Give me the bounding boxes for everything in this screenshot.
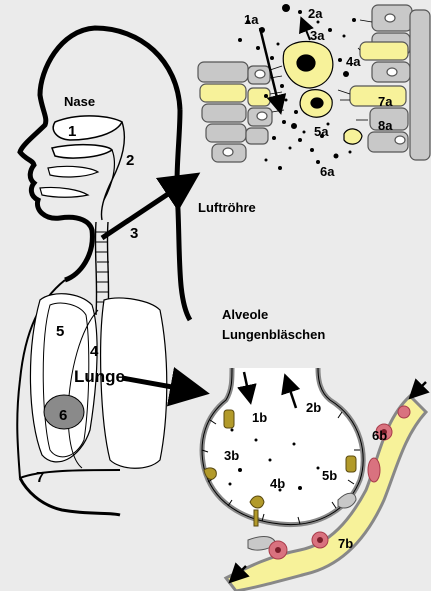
label-6a: 6a [320, 164, 335, 179]
label-6b: 6b [372, 428, 387, 443]
label-lungenblaeschen: Lungenbläschen [222, 327, 325, 342]
label-1b: 1b [252, 410, 267, 425]
label-4: 4 [90, 343, 99, 360]
particle-icon [238, 4, 356, 170]
label-1a: 1a [244, 12, 259, 27]
arrow-icon [100, 172, 201, 241]
label-5b: 5b [322, 468, 337, 483]
label-5a: 5a [314, 124, 329, 139]
arrow-icon [299, 16, 314, 41]
label-5: 5 [56, 323, 64, 340]
label-3a: 3a [310, 28, 325, 43]
label-6: 6 [59, 407, 67, 424]
arrow-icon [408, 378, 430, 400]
label-4a: 4a [346, 54, 361, 69]
trachea [94, 221, 110, 316]
lung-spot [43, 394, 85, 430]
label-4b: 4b [270, 476, 285, 491]
label-2: 2 [126, 152, 134, 169]
label-7: 7 [36, 469, 44, 486]
label-lunge: Lunge [74, 367, 125, 386]
label-7a: 7a [378, 94, 393, 109]
label-2b: 2b [306, 400, 321, 415]
arrow-icon [228, 562, 250, 584]
label-3b: 3b [224, 448, 239, 463]
label-luftroehre: Luftröhre [198, 200, 256, 215]
label-2a: 2a [308, 6, 323, 21]
label-3: 3 [130, 225, 138, 242]
diagram-labels: Nase 1 2 3 4 Lunge 5 6 7 Luftröhre Alveo… [36, 6, 393, 551]
label-alveole: Alveole [222, 307, 268, 322]
label-8a: 8a [378, 118, 393, 133]
arrow-icon [121, 367, 210, 407]
alveole-inset [199, 367, 430, 591]
arrow-icon [237, 371, 257, 405]
nasal-cavity [39, 115, 126, 221]
lung [29, 293, 168, 469]
bronchial-inset [197, 4, 431, 170]
arrow-icon [281, 373, 301, 409]
label-7b: 7b [338, 536, 353, 551]
label-nase: Nase [64, 94, 95, 109]
arrow-icon [258, 27, 287, 115]
label-1: 1 [68, 123, 76, 140]
